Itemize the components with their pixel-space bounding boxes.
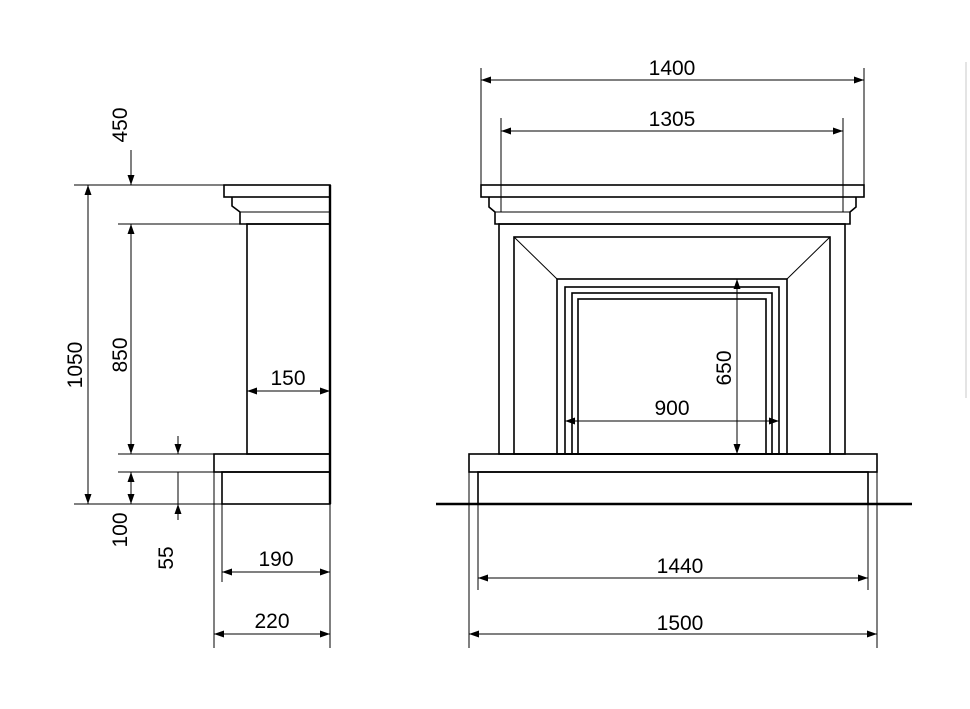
dim-side-220: 220 bbox=[254, 610, 289, 633]
dim-front-1305: 1305 bbox=[649, 108, 696, 131]
side-base bbox=[221, 471, 331, 505]
dim-side-55: 55 bbox=[155, 546, 178, 569]
front-opening-ring-1 bbox=[564, 286, 780, 455]
dim-side-100: 100 bbox=[109, 512, 132, 547]
front-opening-ring-2 bbox=[571, 292, 773, 455]
front-base bbox=[477, 471, 869, 505]
side-leg bbox=[246, 223, 331, 455]
dim-side-1050: 1050 bbox=[64, 342, 87, 389]
side-cornice bbox=[231, 197, 330, 225]
dim-side-450: 450 bbox=[109, 107, 132, 142]
side-plinth bbox=[213, 453, 331, 473]
dim-side-850: 850 bbox=[109, 337, 132, 372]
front-cornice bbox=[488, 197, 857, 225]
dim-front-900: 900 bbox=[654, 397, 689, 420]
dim-front-650: 650 bbox=[713, 350, 736, 385]
front-bevel-inner bbox=[556, 278, 788, 455]
front-fire-opening bbox=[577, 298, 767, 455]
dim-side-150: 150 bbox=[270, 367, 305, 390]
side-mantel-shelf bbox=[223, 184, 331, 198]
dim-front-1500: 1500 bbox=[657, 612, 704, 635]
dim-front-1440: 1440 bbox=[657, 555, 704, 578]
front-mantel-shelf bbox=[480, 184, 865, 198]
front-hearth bbox=[468, 453, 878, 473]
side-view: 1050 450 850 100 55 150 190 220 bbox=[64, 107, 332, 648]
front-view: 1400 1305 650 900 1440 1500 bbox=[436, 57, 912, 648]
dim-front-1400: 1400 bbox=[649, 57, 696, 80]
dim-side-190: 190 bbox=[258, 548, 293, 571]
